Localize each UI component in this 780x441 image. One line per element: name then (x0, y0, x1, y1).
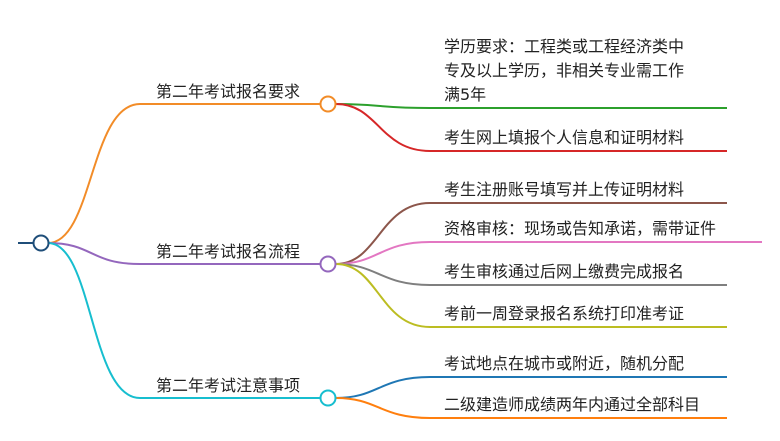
branch-node[interactable] (319, 255, 337, 273)
leaf-link (335, 397, 431, 419)
leaf-label: 考前一周登录报名系统打印准考证 (444, 304, 684, 323)
leaf-link (335, 263, 431, 286)
leaf-label: 学历要求：工程类或工程经济类中 (444, 37, 684, 56)
leaf-link (335, 241, 431, 265)
leaf-label: 考生审核通过后网上缴费完成报名 (444, 262, 684, 281)
leaf-label: 专及以上学历，非相关专业需工作 (444, 61, 684, 80)
leaf-label: 二级建造师成绩两年内通过全部科目 (444, 395, 700, 414)
leaf-label: 满5年 (444, 85, 486, 104)
branch-label: 第二年考试注意事项 (156, 376, 300, 395)
leaf-label: 考试地点在城市或附近，随机分配 (444, 354, 684, 373)
branch-link (47, 103, 141, 244)
branch-label: 第二年考试报名要求 (156, 82, 300, 101)
leaf-label: 考生注册账号填写并上传证明材料 (444, 180, 684, 199)
leaf-link (335, 103, 431, 152)
leaf-link (335, 376, 431, 399)
branch-link (47, 242, 141, 265)
branch-link (47, 242, 141, 399)
leaf-link (335, 263, 431, 328)
leaf-link (335, 103, 431, 109)
branch-node[interactable] (319, 95, 337, 113)
leaf-label: 资格审核：现场或告知承诺，需带证件 (444, 219, 716, 238)
branch-label: 第二年考试报名流程 (156, 242, 300, 261)
root-node[interactable] (32, 234, 50, 252)
leaf-link (335, 202, 431, 265)
leaf-label: 考生网上填报个人信息和证明材料 (444, 128, 684, 147)
branch-node[interactable] (319, 389, 337, 407)
